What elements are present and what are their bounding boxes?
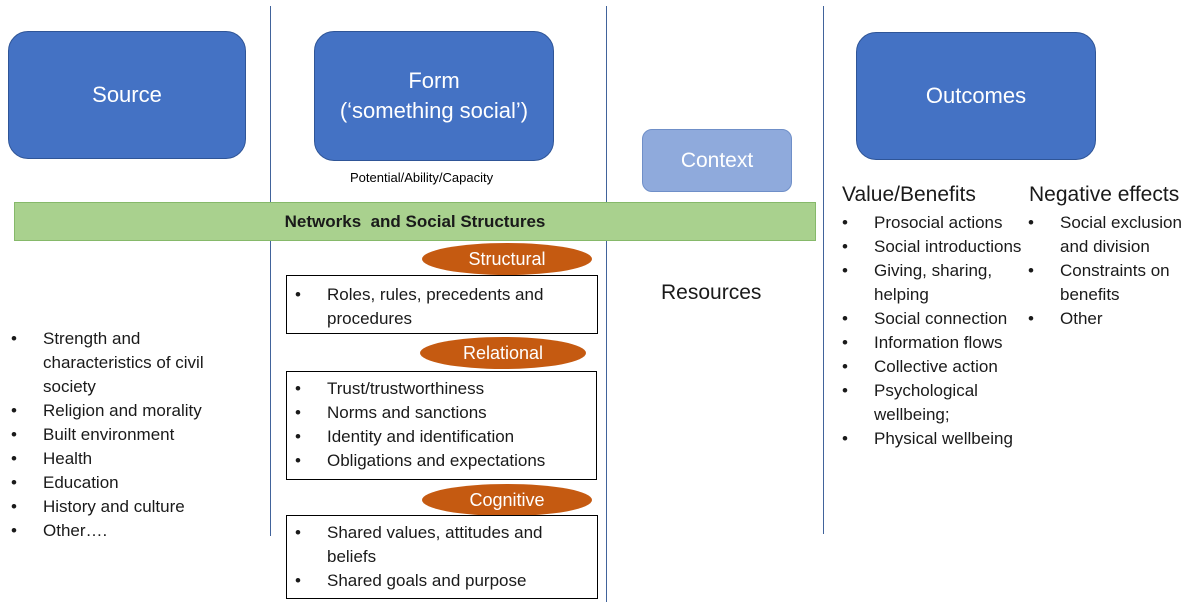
list-item: Giving, sharing, helping (834, 259, 1030, 307)
value-benefits-list: Prosocial actions Social introductions G… (834, 211, 1030, 451)
negative-effects-list: Social exclusion and division Constraint… (1020, 211, 1198, 331)
relational-label: Relational (462, 342, 544, 363)
relational-pill: Relational (420, 337, 586, 369)
list-item: Obligations and expectations (287, 449, 596, 473)
form-box: Form (‘something social’) (314, 31, 554, 161)
list-item: Collective action (834, 355, 1030, 379)
list-item: Physical wellbeing (834, 427, 1030, 451)
cognitive-pill: Cognitive (422, 484, 592, 516)
negative-effects-heading: Negative effects (1029, 183, 1180, 206)
list-item: Religion and morality (3, 399, 235, 423)
list-item: Other (1020, 307, 1198, 331)
resources-label: Resources (661, 281, 762, 304)
structural-label: Structural (468, 248, 546, 269)
context-label: Context (680, 148, 754, 172)
list-item: Education (3, 471, 235, 495)
list-item: Social connection (834, 307, 1030, 331)
list-item: Constraints on benefits (1020, 259, 1198, 307)
list-item: Shared values, attitudes and beliefs (287, 521, 589, 569)
value-benefits-heading: Value/Benefits (842, 183, 976, 206)
list-item: Roles, rules, precedents and procedures (287, 283, 589, 331)
context-box: Context (642, 129, 792, 192)
list-item: Psychological wellbeing; (834, 379, 1030, 427)
divider-form-context (606, 6, 607, 602)
cognitive-label: Cognitive (469, 489, 545, 510)
list-item: Norms and sanctions (287, 401, 596, 425)
list-item: Social exclusion and division (1020, 211, 1198, 259)
outcomes-box: Outcomes (856, 32, 1096, 160)
relational-frame: Trust/trustworthiness Norms and sanction… (286, 371, 597, 480)
structural-pill: Structural (422, 243, 592, 275)
list-item: Information flows (834, 331, 1030, 355)
cognitive-frame: Shared values, attitudes and beliefs Sha… (286, 515, 598, 599)
outcomes-label: Outcomes (925, 83, 1027, 109)
source-factor-list: Strength and characteristics of civil so… (3, 327, 235, 543)
form-label: Form (408, 68, 460, 94)
form-sublabel: (‘something social’) (339, 98, 529, 123)
list-item: Health (3, 447, 235, 471)
list-item: Strength and characteristics of civil so… (3, 327, 235, 399)
list-item: Identity and identification (287, 425, 596, 449)
list-item: History and culture (3, 495, 235, 519)
list-item: Prosocial actions (834, 211, 1030, 235)
source-label: Source (92, 82, 162, 108)
list-item: Other…. (3, 519, 235, 543)
networks-band: Networks and Social Structures (14, 202, 816, 241)
form-caption: Potential/Ability/Capacity (350, 170, 494, 185)
networks-band-label: Networks and Social Structures (284, 211, 546, 231)
divider-context-outcomes (823, 6, 824, 534)
list-item: Trust/trustworthiness (287, 377, 596, 401)
list-item: Shared goals and purpose (287, 569, 589, 593)
source-box: Source (8, 31, 246, 159)
structural-frame: Roles, rules, precedents and procedures (286, 275, 598, 334)
list-item: Social introductions (834, 235, 1030, 259)
list-item: Built environment (3, 423, 235, 447)
divider-source-form (270, 6, 271, 536)
